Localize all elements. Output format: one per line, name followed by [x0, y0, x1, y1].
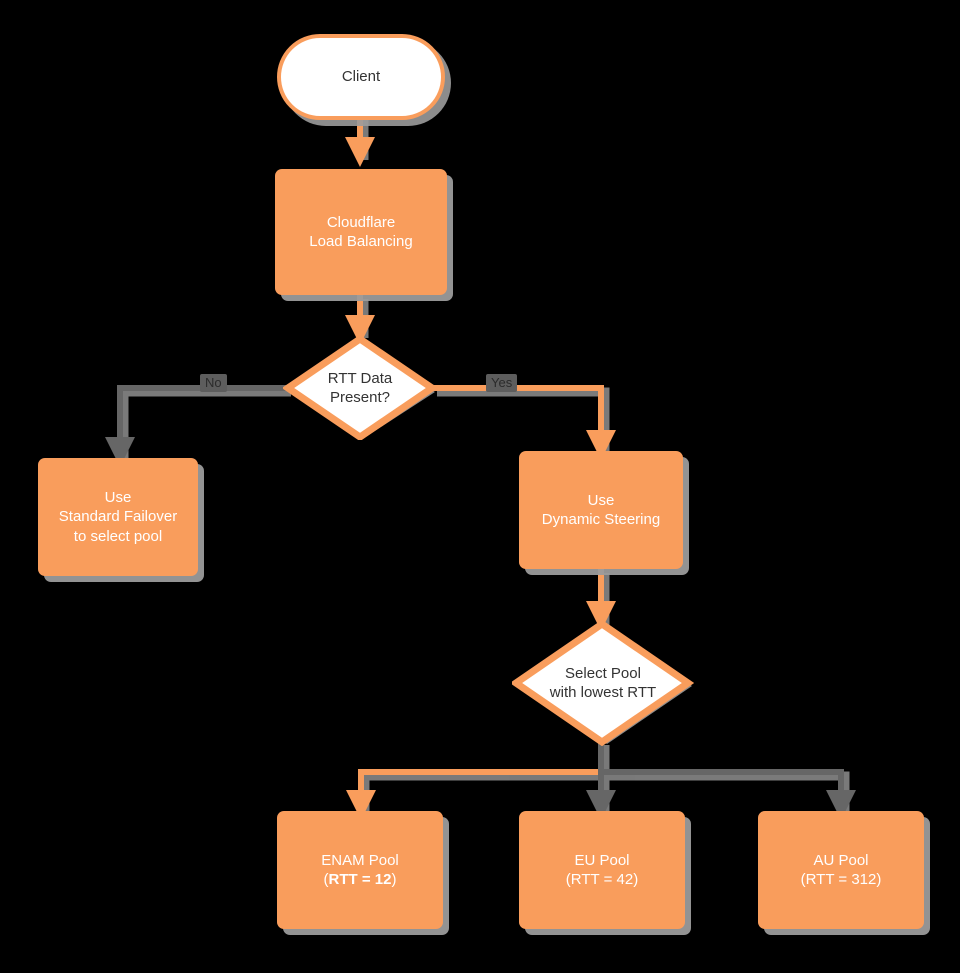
node-client-line-1: Client — [341, 68, 381, 86]
node-cloudflare-load-balancing[interactable]: Cloudflare Load Balancing — [275, 169, 447, 295]
node-enam-paren-open: ( — [323, 871, 329, 888]
node-au-paren-close: ) — [876, 871, 882, 888]
node-au-rtt-value: RTT = 312 — [805, 871, 877, 888]
node-standard-failover[interactable]: Use Standard Failover to select pool — [38, 458, 198, 576]
node-select-line-2: with lowest RTT — [549, 684, 657, 701]
node-rtt-line-2: Present? — [329, 389, 391, 406]
node-au-paren-open: ( — [800, 871, 806, 888]
node-select-line-1: Select Pool — [565, 664, 641, 682]
node-enam-rtt-value: RTT = 12 — [328, 871, 392, 888]
edge-rtt-no — [105, 385, 287, 467]
node-au-rtt: (RTT = 312) — [764, 870, 918, 889]
diamond-shape-select-pool — [512, 620, 694, 746]
node-au-pool[interactable]: AU Pool (RTT = 312) — [758, 811, 924, 929]
diamond-shape-rtt — [283, 336, 437, 440]
node-failover-line-2: Standard Failover — [58, 508, 178, 526]
node-eu-name: EU Pool — [574, 851, 630, 869]
edge-label-yes: Yes — [486, 374, 518, 392]
node-eu-paren-close: ) — [633, 871, 639, 888]
edge-label-no: No — [200, 374, 227, 392]
node-rtt-line-1: RTT Data — [327, 369, 393, 387]
node-failover-line-1: Use — [104, 489, 132, 507]
node-enam-pool[interactable]: ENAM Pool (RTT = 12) — [277, 811, 443, 929]
node-client[interactable]: Client — [277, 34, 445, 120]
node-rtt-data-present[interactable]: RTT Data Present? — [283, 336, 437, 440]
edge-rtt-yes — [433, 385, 616, 460]
node-dynamic-steering[interactable]: Use Dynamic Steering — [519, 451, 683, 569]
node-enam-pool-label: ENAM Pool (RTT = 12) — [277, 851, 443, 889]
node-enam-paren-close: ) — [391, 871, 397, 888]
node-rtt-data-present-label: RTT Data Present? — [283, 369, 437, 407]
node-eu-rtt-value: RTT = 42 — [570, 871, 634, 888]
node-standard-failover-label: Use Standard Failover to select pool — [38, 488, 198, 546]
node-enam-rtt: (RTT = 12) — [283, 870, 437, 889]
node-au-name: AU Pool — [813, 851, 869, 869]
node-select-pool-lowest-rtt-label: Select Pool with lowest RTT — [512, 664, 694, 702]
node-eu-rtt: (RTT = 42) — [525, 870, 679, 889]
node-eu-pool-label: EU Pool (RTT = 42) — [519, 851, 685, 889]
node-steering-line-1: Use — [587, 491, 615, 509]
node-failover-line-3: to select pool — [73, 527, 163, 545]
node-eu-paren-open: ( — [565, 871, 571, 888]
edge-select-to-au — [601, 769, 856, 820]
node-cloudflare-load-balancing-label: Cloudflare Load Balancing — [275, 213, 447, 251]
node-dynamic-steering-label: Use Dynamic Steering — [519, 491, 683, 529]
node-select-pool-lowest-rtt[interactable]: Select Pool with lowest RTT — [512, 620, 694, 746]
node-steering-line-2: Dynamic Steering — [541, 511, 661, 528]
node-au-pool-label: AU Pool (RTT = 312) — [758, 851, 924, 889]
node-clb-line-1: Cloudflare — [326, 213, 396, 231]
node-eu-pool[interactable]: EU Pool (RTT = 42) — [519, 811, 685, 929]
node-enam-name: ENAM Pool — [321, 851, 399, 869]
node-client-label: Client — [281, 67, 441, 86]
node-clb-line-2: Load Balancing — [309, 233, 413, 250]
